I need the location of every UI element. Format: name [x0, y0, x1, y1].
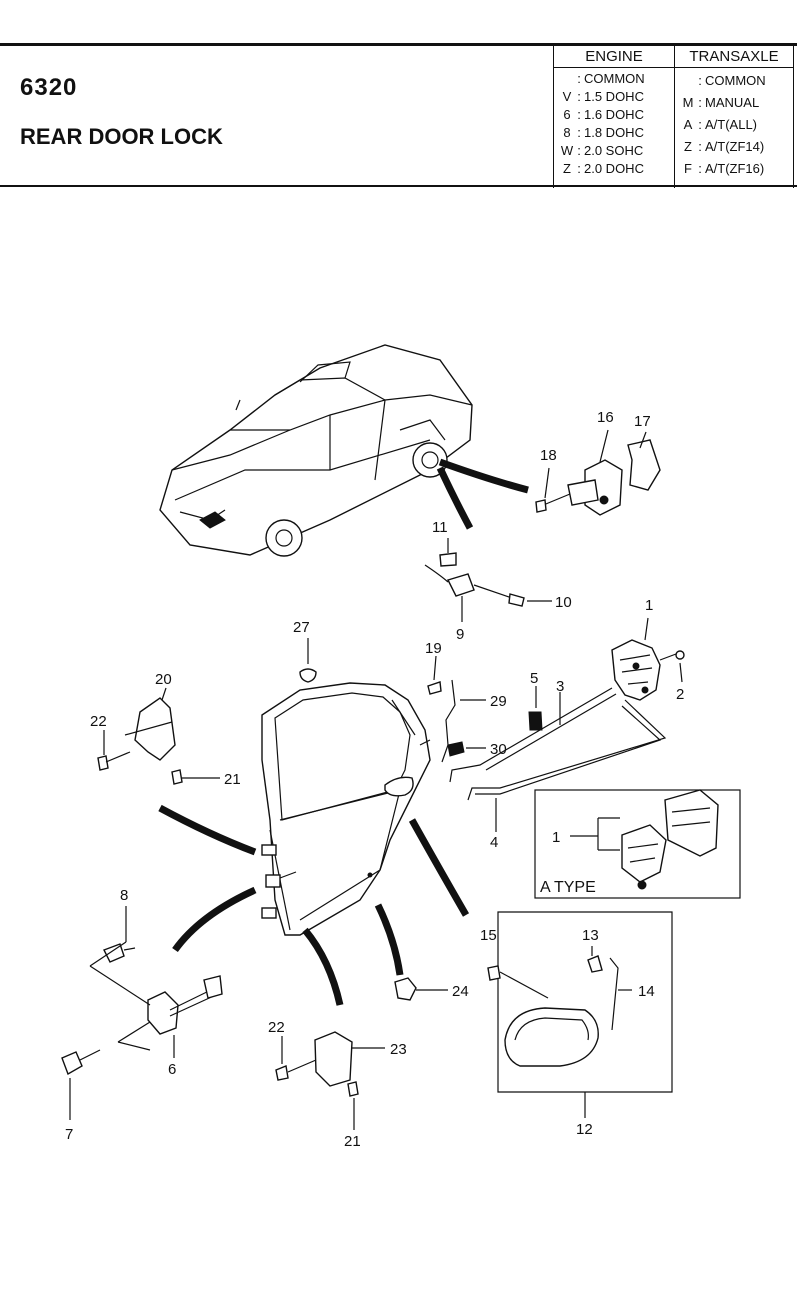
engine-row: 6:1.6 DOHC [563, 107, 644, 122]
leader-stroke [408, 818, 470, 917]
callout-11: 11 [432, 519, 448, 536]
rod-guide-parts [441, 679, 486, 763]
engine-row: Z:2.0 DOHC [563, 161, 644, 176]
leader-stroke [302, 927, 344, 1006]
callout-17: 17 [634, 413, 651, 430]
engine-row: 8:1.8 DOHC [563, 125, 644, 140]
upper-hinge-assembly [97, 687, 220, 785]
callout-18: 18 [540, 447, 557, 464]
part-5-clip [528, 711, 543, 731]
callout-19: 19 [425, 640, 442, 657]
callout-20: 20 [155, 671, 172, 688]
callout-21-upper: 21 [224, 771, 241, 788]
outside-handle-assembly [487, 911, 673, 1118]
callout-3: 3 [556, 678, 564, 695]
engine-list: :COMMON V:1.5 DOHC 6:1.6 DOHC 8:1.8 DOHC… [553, 67, 675, 188]
rear-door-illustration [261, 682, 431, 936]
callout-21-lower: 21 [344, 1133, 361, 1150]
callout-1-a-type: 1 [552, 829, 560, 846]
callout-14: 14 [638, 983, 655, 1000]
leader-stroke [436, 466, 474, 530]
transaxle-row: M:MANUAL [682, 95, 760, 110]
part-19-clip [427, 681, 442, 695]
part-24-plug [394, 977, 417, 1001]
engine-row: W:2.0 SOHC [560, 143, 644, 158]
leader-stroke [374, 903, 404, 976]
callout-15: 15 [480, 927, 497, 944]
callout-4: 4 [490, 834, 498, 851]
car-illustration [159, 344, 473, 557]
callout-30: 30 [490, 741, 507, 758]
transaxle-row: F:A/T(ZF16) [684, 161, 765, 176]
callout-8: 8 [120, 887, 128, 904]
striker-assembly [535, 429, 661, 516]
leader-stroke [438, 458, 529, 494]
engine-transaxle-table: ENGINE TRANSAXLE :COMMON V:1.5 DOHC 6:1.… [553, 45, 794, 188]
lock-rods [449, 687, 667, 832]
page-title: REAR DOOR LOCK [20, 124, 223, 149]
header-top-rule [0, 43, 797, 46]
callout-1: 1 [645, 597, 653, 614]
callout-16: 16 [597, 409, 614, 426]
part-27-grommet [299, 668, 317, 683]
callout-22-lower: 22 [268, 1019, 285, 1036]
callout-12: 12 [576, 1121, 593, 1138]
transaxle-header: TRANSAXLE [674, 45, 794, 68]
callout-10: 10 [555, 594, 572, 611]
a-type-label: A TYPE [540, 879, 596, 896]
door-lock-actuator [611, 617, 685, 701]
a-type-inset [534, 789, 741, 899]
callout-27: 27 [293, 619, 310, 636]
transaxle-list: :COMMON M:MANUAL A:A/T(ALL) Z:A/T(ZF14) … [674, 67, 794, 188]
callout-7: 7 [65, 1126, 73, 1143]
leader-stroke [158, 804, 257, 856]
callout-5: 5 [530, 670, 538, 687]
leader-stroke [172, 886, 257, 953]
callout-13: 13 [582, 927, 599, 944]
callout-22-upper: 22 [90, 713, 107, 730]
callout-2: 2 [676, 686, 684, 703]
callout-6: 6 [168, 1061, 176, 1078]
engine-row: V:1.5 DOHC [562, 89, 644, 104]
page-code: 6320 [20, 74, 78, 101]
header-bottom-rule [0, 185, 797, 187]
engine-header: ENGINE [553, 45, 675, 68]
engine-row: :COMMON [577, 71, 645, 86]
transaxle-row: :COMMON [698, 73, 766, 88]
lower-hinge-assembly [275, 1031, 385, 1130]
callout-9: 9 [456, 626, 464, 643]
transaxle-row: A:A/T(ALL) [683, 117, 758, 132]
callout-29: 29 [490, 693, 507, 710]
callout-24: 24 [452, 983, 469, 1000]
door-check-assembly [61, 906, 223, 1120]
lock-rod-clip-assembly [424, 538, 552, 622]
transaxle-row: Z:A/T(ZF14) [684, 139, 765, 154]
callout-23: 23 [390, 1041, 407, 1058]
